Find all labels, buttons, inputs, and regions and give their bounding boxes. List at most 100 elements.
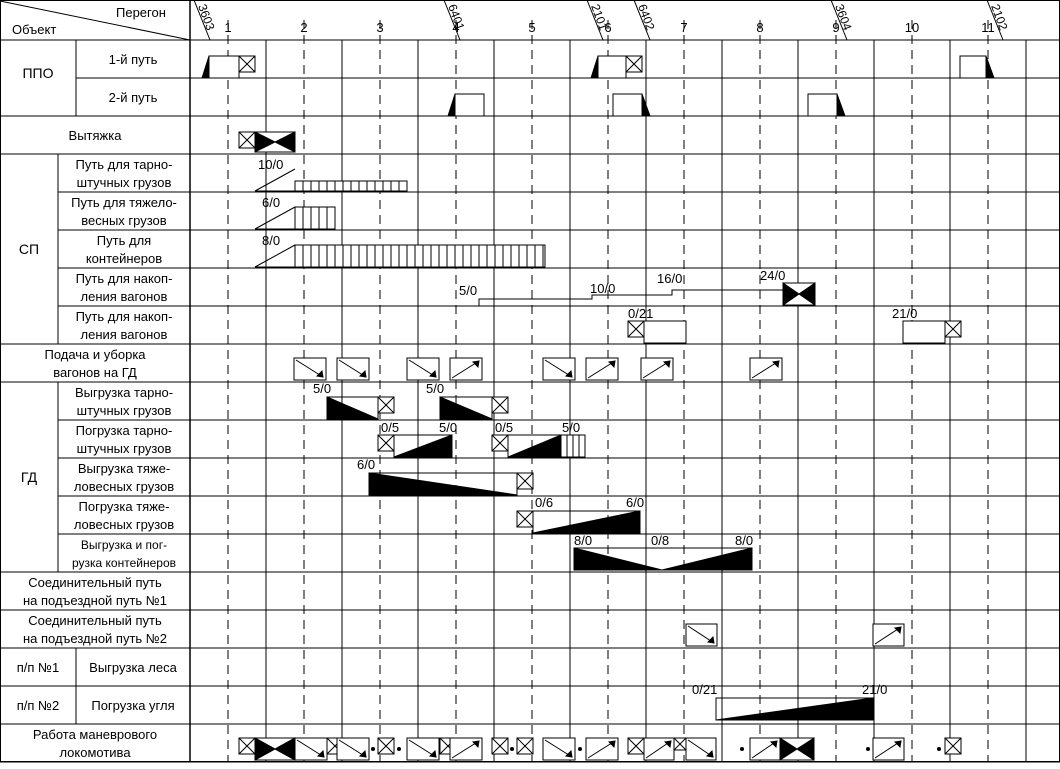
hour-tick-label: 2 (300, 20, 307, 35)
arrow-head (893, 740, 902, 749)
load-wedge (368, 472, 518, 496)
ramp-line (254, 244, 296, 268)
row-label: Подача и уборка (44, 347, 146, 362)
container-wedge (573, 547, 663, 571)
ratio-annotation: 0/21 (628, 306, 653, 321)
cross-line (627, 320, 645, 338)
loco-dot (740, 747, 744, 751)
departure-block (959, 55, 987, 79)
ramp-line (254, 206, 296, 230)
loco-dot (866, 747, 870, 751)
unload-wedge (532, 510, 641, 534)
bowtie-right (798, 282, 816, 306)
row-label: на подъездной путь №2 (23, 631, 167, 646)
arrow-head (769, 740, 778, 749)
arrival-wedge (201, 55, 210, 79)
row-label: Вытяжка (69, 128, 123, 143)
arrival-block (454, 93, 485, 117)
arrow-head (771, 360, 780, 369)
ratio-annotation: 8/0 (735, 533, 753, 548)
hour-tick-label: 7 (680, 20, 687, 35)
row-label: весных грузов (81, 213, 166, 228)
row-label: Выгрузка и пог- (81, 538, 167, 552)
arrow-head (662, 360, 671, 369)
ratio-annotation: 0/21 (692, 682, 717, 697)
cross-line (238, 737, 256, 755)
container-wedge (661, 547, 753, 571)
ratio-annotation: 24/0 (760, 268, 785, 283)
block (393, 434, 453, 458)
arrow-head (358, 369, 367, 378)
header-diagonal (0, 0, 191, 41)
row-label: штучных грузов (77, 403, 172, 418)
arrival-wedge (447, 93, 456, 117)
hatched-bar (294, 206, 336, 230)
ratio-annotation: 0/6 (535, 495, 553, 510)
cross-line (238, 55, 256, 73)
arrow-head (315, 369, 324, 378)
arrow-head (471, 360, 480, 369)
cross-line (516, 737, 534, 755)
cross-line (625, 55, 643, 73)
ratio-annotation: 16/0 (657, 271, 682, 286)
cross-line (491, 434, 509, 452)
arrow-head (893, 626, 902, 635)
hatched-bar (294, 244, 546, 268)
bowtie-left (782, 282, 800, 306)
unload-wedge (507, 434, 562, 458)
arrival-wedge (590, 55, 599, 79)
block (532, 510, 641, 534)
row-label: контейнеров (86, 251, 162, 266)
cross-line (491, 396, 509, 414)
ratio-annotation: 21/0 (862, 682, 887, 697)
ratio-annotation: 5/0 (439, 420, 457, 435)
ratio-annotation: 5/0 (459, 283, 477, 298)
ratio-annotation: 8/0 (262, 233, 280, 248)
loco-dot (578, 747, 582, 751)
loco-dot (371, 747, 375, 751)
arrow-head (564, 749, 573, 758)
bowtie-right (796, 737, 815, 761)
arrival-block (612, 93, 643, 117)
train-number: 6402 (635, 2, 657, 32)
hour-tick-label: 11 (981, 20, 995, 35)
loco-dot (937, 747, 941, 751)
accumulation-block (902, 320, 946, 344)
ratio-annotation: 6/0 (357, 457, 375, 472)
train-mark (193, 0, 211, 41)
row-label: Выгрузка тарно- (75, 385, 173, 400)
ratio-annotation: 5/0 (562, 420, 580, 435)
ratio-annotation: 8/0 (574, 533, 592, 548)
ratio-annotation: 10/0 (258, 157, 283, 172)
cross-line (516, 472, 534, 490)
row-label: вагонов на ГД (53, 365, 137, 380)
cross-line (516, 510, 534, 528)
row-label: Погрузка тяже- (79, 499, 170, 514)
arrow-head (607, 360, 616, 369)
bowtie-left (254, 737, 277, 761)
ratio-annotation: 6/0 (262, 195, 280, 210)
ratio-annotation: 10/0 (590, 281, 615, 296)
departure-wedge (641, 93, 651, 117)
row-label: 1-й путь (109, 52, 158, 67)
hour-tick-label: 6 (604, 20, 611, 35)
loco-dot (510, 747, 514, 751)
train-number: 2101 (588, 2, 610, 32)
block (573, 547, 753, 571)
departure-wedge (985, 55, 995, 79)
row-sublabel: п/п №2 (17, 698, 59, 713)
group-label: СП (19, 241, 39, 257)
cross-line (627, 737, 645, 755)
cross-line (944, 320, 962, 338)
loco-dot (397, 747, 401, 751)
train-mark (443, 0, 461, 41)
arrow-head (564, 369, 573, 378)
load-wedge (439, 396, 493, 420)
row-label: Соединительный путь (28, 613, 162, 628)
row-label: Погрузка тарно- (76, 423, 173, 438)
hour-tick-label: 3 (376, 20, 383, 35)
coal-wedge (715, 697, 874, 721)
